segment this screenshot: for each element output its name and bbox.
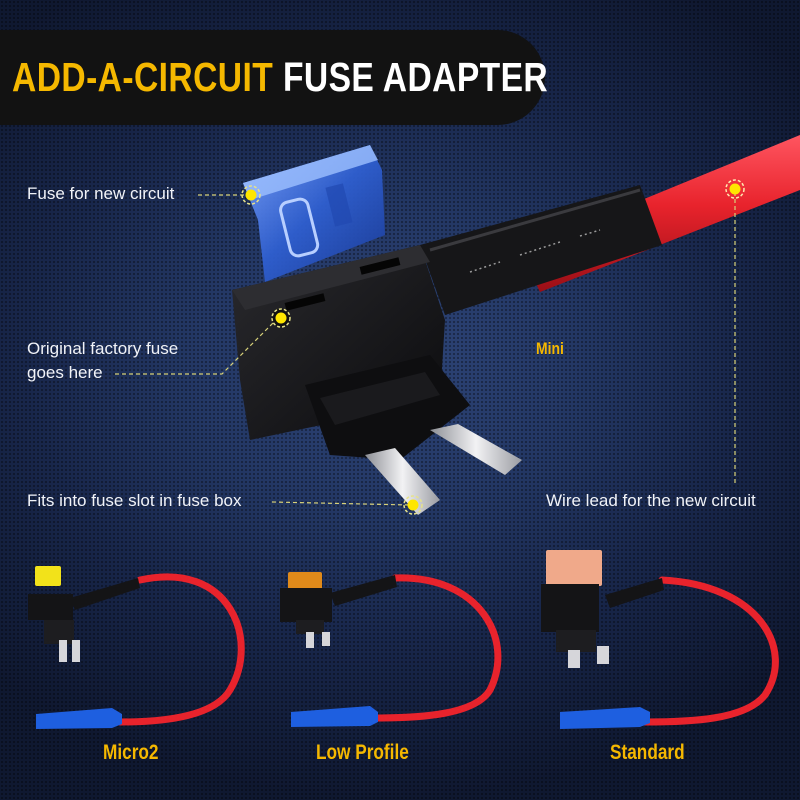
- variant-low-profile-illustration: [280, 572, 502, 727]
- variant-micro2-illustration: [28, 566, 245, 729]
- type-label-mini: Mini: [536, 339, 564, 358]
- callout-lines: [115, 192, 736, 506]
- type-label-low-profile: Low Profile: [316, 741, 409, 764]
- callout-original-fuse-line2: goes here: [27, 363, 103, 382]
- type-label-micro2: Micro2: [103, 741, 159, 764]
- callout-dot-blade: [403, 495, 423, 515]
- type-label-standard: Standard: [610, 741, 685, 764]
- page-title: ADD-A-CIRCUIT FUSE ADAPTER: [12, 54, 548, 101]
- adapter-blade-pins: [365, 424, 522, 515]
- blue-mini-fuse: [243, 145, 385, 282]
- callout-original-fuse-line1: Original factory fuse: [27, 339, 179, 358]
- variant-standard-illustration: [541, 550, 779, 729]
- title-banner: ADD-A-CIRCUIT FUSE ADAPTER: [0, 30, 548, 125]
- callout-dot-original-fuse: [271, 308, 291, 328]
- callout-fits-fuse-slot: Fits into fuse slot in fuse box: [27, 491, 242, 510]
- adapter-body: [232, 245, 470, 460]
- callout-dot-fuse: [241, 185, 261, 205]
- callout-fuse-for-new-circuit: Fuse for new circuit: [27, 184, 175, 203]
- callout-wire-lead: Wire lead for the new circuit: [546, 491, 756, 510]
- title-accent: ADD-A-CIRCUIT: [12, 54, 274, 100]
- title-main: FUSE ADAPTER: [282, 54, 549, 100]
- heat-shrink-sleeve: [420, 185, 662, 315]
- callout-dot-wire: [725, 179, 745, 199]
